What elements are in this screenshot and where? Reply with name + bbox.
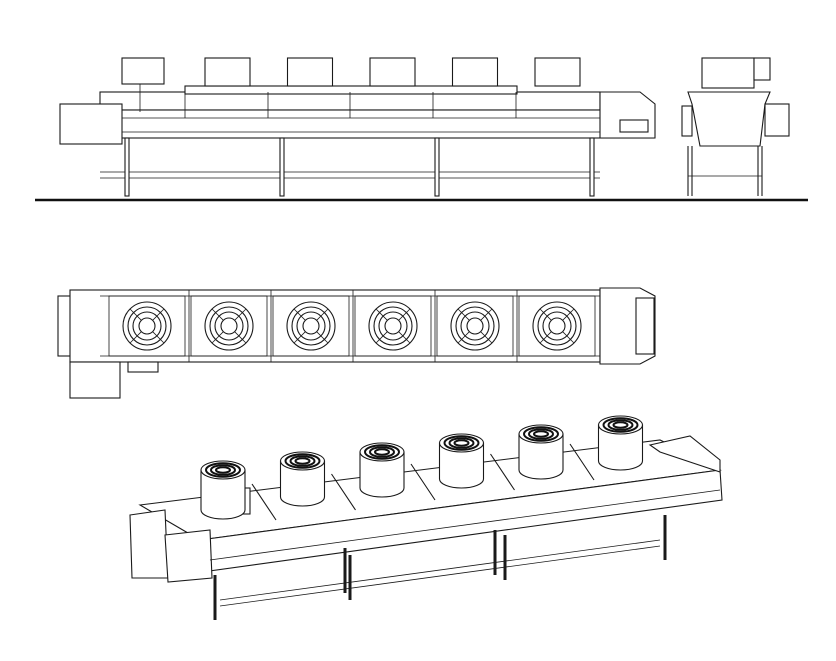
fan-housing-side xyxy=(286,57,334,87)
fan-guard-ring xyxy=(523,426,559,442)
fan-iso xyxy=(279,451,326,507)
fan-guard-strut xyxy=(457,308,470,321)
fan-guard-ring xyxy=(215,466,231,474)
fan-iso xyxy=(518,424,564,480)
fan-guard-strut xyxy=(234,331,247,344)
fan-guard-ring xyxy=(284,453,321,469)
fan-guard-strut xyxy=(375,308,388,321)
fan-guard-strut xyxy=(539,331,552,344)
fan-guard-ring xyxy=(289,455,316,467)
fan-guard-strut xyxy=(398,331,411,344)
fan-guard-ring xyxy=(528,428,554,440)
fan-guard-ring xyxy=(384,317,402,335)
fan-guard-strut xyxy=(211,331,224,344)
fan-guard-ring xyxy=(466,317,484,335)
fan-guard-strut xyxy=(480,308,493,321)
outfeed-hood-iso xyxy=(648,435,721,473)
motor-box-top xyxy=(69,361,121,399)
fan-cylinder xyxy=(359,451,405,498)
fan-iso xyxy=(359,442,405,498)
top-plan-view xyxy=(57,287,656,399)
fan-guard-ring xyxy=(364,444,400,460)
fan-guard-ring xyxy=(220,317,238,335)
end-elevation-view xyxy=(681,57,790,196)
fan-guard-strut xyxy=(152,331,165,344)
cross-bar xyxy=(251,483,277,521)
fan-guard-ring xyxy=(448,437,475,449)
cross-bar xyxy=(331,473,356,511)
fan-housing-side xyxy=(204,57,251,87)
electrical-box-end xyxy=(753,57,771,81)
fan-guard-ring xyxy=(602,417,639,433)
fan-guard-strut xyxy=(316,331,329,344)
infeed-end-iso xyxy=(129,509,169,579)
fan-guard-ring xyxy=(533,430,549,438)
fan-housing-side xyxy=(369,57,416,87)
fan-guard-ring xyxy=(294,457,311,465)
fan-guard-ring xyxy=(443,435,480,451)
fan-guard-ring xyxy=(607,419,634,431)
fan-guard-strut xyxy=(562,308,575,321)
cross-bar xyxy=(569,443,595,481)
fan-housing-rail xyxy=(184,85,518,95)
motor-end xyxy=(764,103,790,137)
hopper-end xyxy=(681,105,693,137)
fan-cylinder xyxy=(518,433,564,480)
fan-guard-strut xyxy=(398,308,411,321)
fan-guard-strut xyxy=(293,308,306,321)
fan-guard-ring xyxy=(453,439,470,447)
fan-bay xyxy=(436,295,514,357)
fan-guard-ring xyxy=(205,462,241,478)
electrical-box-side xyxy=(121,57,165,85)
fan-cylinder xyxy=(438,442,485,489)
support-leg xyxy=(434,137,440,197)
isometric-view xyxy=(129,415,723,620)
fan-guard-strut xyxy=(457,331,470,344)
fan-guard-strut xyxy=(129,331,142,344)
cross-bar xyxy=(410,463,436,501)
fan-guard-strut xyxy=(539,308,552,321)
fan-bay xyxy=(108,295,186,357)
fan-bay xyxy=(518,295,596,357)
support-leg xyxy=(589,137,595,197)
conveyor-belt-side xyxy=(61,109,655,139)
conveyor-body-end xyxy=(687,91,771,147)
infeed-motor-side xyxy=(59,103,123,145)
fan-housing-side xyxy=(451,57,499,87)
fan-guard-strut xyxy=(234,308,247,321)
fan-bay xyxy=(272,295,350,357)
fan-bay xyxy=(354,295,432,357)
fan-housing-end xyxy=(701,57,755,89)
fan-guard-ring xyxy=(210,464,236,476)
support-leg xyxy=(279,137,285,197)
fan-housing-side xyxy=(534,57,581,87)
fan-guard-ring xyxy=(548,317,566,335)
fan-guard-ring xyxy=(302,317,320,335)
fan-cylinder xyxy=(200,469,246,520)
cross-bar xyxy=(490,453,515,491)
control-box-side xyxy=(619,119,649,133)
fan-guard-strut xyxy=(152,308,165,321)
fan-iso xyxy=(597,415,644,471)
fan-guard-strut xyxy=(293,331,306,344)
fan-bay xyxy=(190,295,268,357)
fan-cylinder xyxy=(597,424,644,471)
fan-guard-ring xyxy=(612,421,629,429)
fan-guard-ring xyxy=(138,317,156,335)
fan-guard-strut xyxy=(211,308,224,321)
fan-guard-strut xyxy=(129,308,142,321)
fan-cylinder xyxy=(279,460,326,507)
fan-guard-ring xyxy=(374,448,390,456)
side-elevation-view xyxy=(35,57,808,202)
fan-guard-strut xyxy=(480,331,493,344)
fan-guard-strut xyxy=(375,331,388,344)
fan-iso xyxy=(200,460,246,520)
fan-guard-strut xyxy=(562,331,575,344)
fan-guard-strut xyxy=(316,308,329,321)
fan-iso xyxy=(438,433,485,489)
support-leg xyxy=(124,137,130,197)
fan-guard-ring xyxy=(369,446,395,458)
